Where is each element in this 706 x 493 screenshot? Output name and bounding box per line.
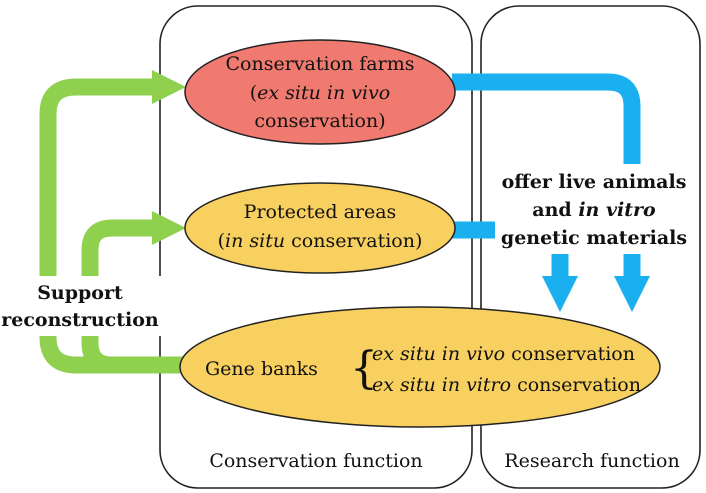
offer-label-line2: and in vitro	[532, 199, 656, 221]
offer-label-line1: offer live animals	[502, 171, 687, 193]
protected-areas-ellipse	[184, 182, 456, 274]
gene-banks-node: Gene banks { ex situ in vivo conservatio…	[179, 306, 661, 428]
offer-arrow-from-farms	[452, 73, 641, 278]
conservation-function-label: Conservation function	[209, 450, 422, 472]
offer-label-line3: genetic materials	[501, 227, 687, 249]
support-reconstruction-label: Support reconstruction	[1, 276, 162, 336]
gene-banks-ellipse	[179, 306, 661, 428]
gene-banks-brace: {	[350, 343, 378, 394]
support-label-line2: reconstruction	[1, 309, 159, 331]
offer-arrowhead-protected	[542, 276, 578, 312]
support-label-backdrop	[2, 276, 162, 336]
protected-areas-node: Protected areas (in situ conservation)	[184, 182, 456, 274]
gene-banks-item-in-vivo: ex situ in vivo conservation	[372, 343, 635, 365]
support-arrowhead-farms	[152, 70, 186, 104]
support-label-line1: Support	[37, 282, 123, 304]
conservation-farms-node: Conservation farms (ex situ in vivo cons…	[184, 39, 456, 145]
support-arrow-to-farms	[39, 78, 186, 374]
gene-banks-label: Gene banks	[205, 358, 318, 380]
research-function-panel	[480, 5, 701, 489]
offer-materials-label: offer live animals and in vitro genetic …	[495, 164, 695, 254]
conservation-farms-subtitle: (ex situ in vivo	[250, 82, 391, 104]
conservation-farms-subtitle-end: conservation)	[254, 110, 385, 132]
gene-banks-item-in-vitro: ex situ in vitro conservation	[372, 374, 641, 396]
offer-arrowhead-farms	[614, 276, 650, 312]
conservation-farms-ellipse	[184, 39, 456, 145]
protected-areas-subtitle: (in situ conservation)	[218, 230, 423, 252]
support-arrowhead-protected	[152, 211, 186, 245]
research-function-label: Research function	[504, 450, 679, 472]
conservation-farms-title: Conservation farms	[226, 53, 415, 75]
offer-label-backdrop	[495, 164, 695, 254]
protected-areas-title: Protected areas	[244, 201, 397, 223]
conservation-function-panel	[159, 5, 473, 489]
